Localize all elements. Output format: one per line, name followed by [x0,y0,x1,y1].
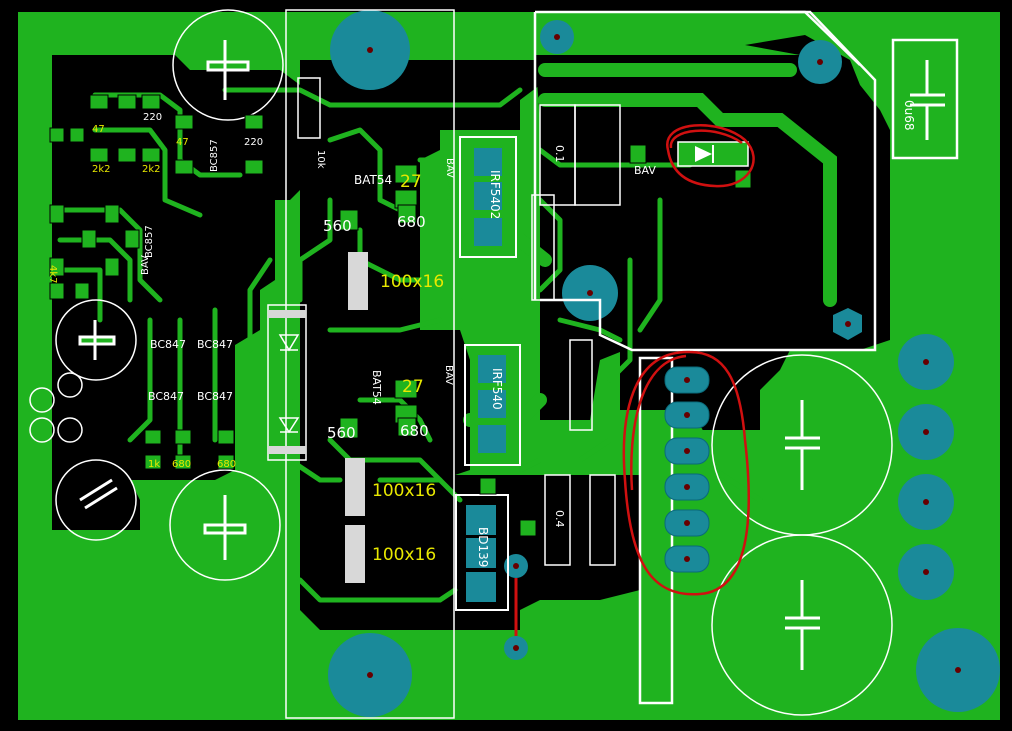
silkscreen [29,9,959,719]
highlighted-diode [677,141,749,167]
bc847-3-label: BC847 [148,390,184,403]
r-1k-label: 1k [148,459,160,470]
bd139-label: BD139 [476,527,490,567]
r-10k-label: 10k [315,150,326,169]
capacitor-symbols [78,40,945,670]
bc847-1-label: BC847 [150,338,186,351]
bc847-2-label: BC847 [197,338,233,351]
connector-pins [664,366,710,573]
r-27-top-label: 27 [400,172,422,192]
c-0u68-label: 0u68 [902,100,916,131]
bat54-bot-label: BAT54 [370,370,383,405]
r-680-l2-label: 680 [217,459,236,470]
component-labels: 100x16 100x16 100x16 27 27 680 680 560 5… [47,100,916,567]
r-220-1-label: 220 [143,112,162,123]
r-04-label: 0.4 [553,510,566,528]
cap-100x16-top-label: 100x16 [380,272,444,292]
bav-3-label: BAV [443,365,454,385]
r-2k2-2-label: 2k2 [142,164,161,175]
cap-100x16-mid-label: 100x16 [372,481,436,501]
r-560-bot-label: 560 [327,424,356,442]
r-4k7-label: 4k7 [47,265,58,284]
drill-holes [367,34,961,678]
red-annotations [622,124,755,596]
r-2k2-1-label: 2k2 [92,164,111,175]
r-680-bot-label: 680 [400,422,429,440]
r-47-1-label: 47 [92,124,105,135]
r-27-bot-label: 27 [402,377,424,397]
r-680-l1-label: 680 [172,459,191,470]
bav-1-label: BAV [634,164,656,177]
bat54-top-label: BAT54 [354,173,392,187]
bc857-1-label: BC857 [209,139,220,172]
smd-pads [49,94,752,537]
irf5402-label: IRF5402 [488,170,502,219]
r-220-2-label: 220 [244,137,263,148]
power-device-pads [466,148,506,602]
r-01-label: 0.1 [553,145,566,163]
electrolytic-caps [345,252,368,583]
bc857-2-label: BC857 [144,225,155,258]
r-680-top-label: 680 [397,213,426,231]
diode-footprints [268,77,321,454]
bav-4-label: BAV [140,255,151,275]
bav-2-label: BAV [444,158,455,178]
r-47-2-label: 47 [176,137,189,148]
irf540-label: IRF540 [490,368,504,410]
cap-100x16-bot-label: 100x16 [372,545,436,565]
r-560-top-label: 560 [323,217,352,235]
bc847-4-label: BC847 [197,390,233,403]
